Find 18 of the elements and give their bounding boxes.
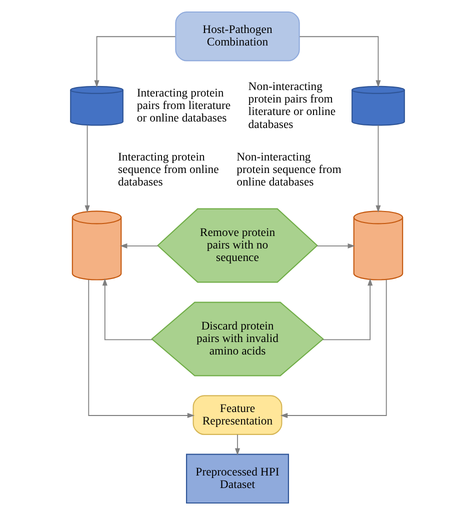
arrow (94, 36, 176, 88)
arrow (316, 243, 355, 248)
arrow (119, 243, 158, 248)
node-label: Non-interacting protein sequence from online databases (236, 150, 341, 189)
node-box: Preprocessed HPI Dataset (185, 454, 289, 504)
arrow (102, 278, 152, 340)
node-label: Non-interacting protein pairs from literature or online databases (248, 80, 336, 131)
arrow (280, 279, 386, 418)
arrow (88, 279, 194, 418)
arrow (298, 36, 380, 88)
node-box: Feature Representation (192, 395, 282, 435)
arrow (322, 278, 372, 340)
arrow (84, 124, 90, 213)
arrow (375, 124, 380, 213)
node-label: Interacting protein sequence from online databases (117, 150, 218, 189)
node-box: Host-Pathogen Combination (174, 11, 300, 62)
arrow (234, 434, 240, 456)
node-label: Interacting protein pairs from literature or online databases (136, 86, 230, 125)
